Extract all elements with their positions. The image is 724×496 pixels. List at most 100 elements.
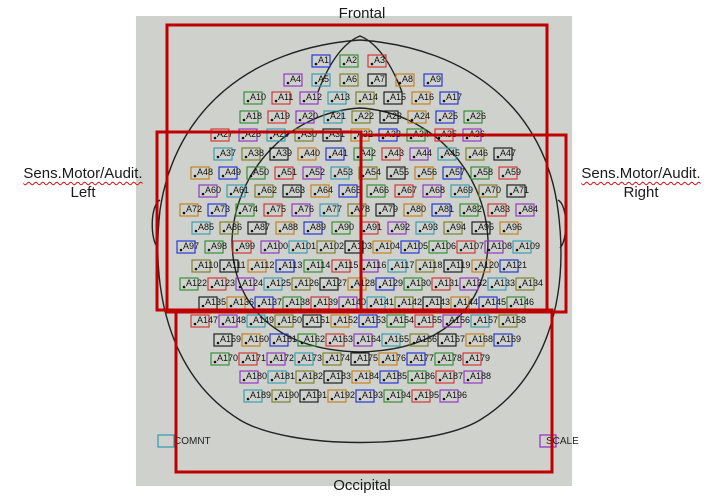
sensor-label: A66 (373, 185, 389, 195)
sensor-a64: A64 (310, 184, 333, 198)
sensor-box (367, 54, 387, 68)
sensor-box (381, 147, 401, 161)
sensor-dot (305, 174, 309, 178)
sensor-a42: A42 (353, 147, 376, 161)
sensor-a122: A122 (179, 277, 207, 291)
sensor-dot (509, 304, 513, 308)
sensor-box (239, 110, 259, 124)
sensor-label: A71 (513, 185, 529, 195)
sensor-label: A186 (414, 371, 435, 381)
sensor-dot (302, 99, 306, 103)
sensor-box (226, 184, 246, 198)
sensor-label: A9 (430, 74, 441, 84)
sensor-dot (442, 99, 446, 103)
sensor-label: A171 (245, 353, 266, 363)
sensor-dot (375, 248, 379, 252)
sensor-label: A141 (373, 297, 394, 307)
sensor-dot (409, 136, 413, 140)
sensor-box (471, 259, 491, 273)
sensor-box (409, 333, 429, 347)
sensor-a61: A61 (226, 184, 249, 198)
sensor-dot (473, 322, 477, 326)
sensor-a18: A18 (239, 110, 262, 124)
sensor-label: A42 (360, 148, 376, 158)
sensor-label: A39 (276, 148, 292, 158)
sensor-label: A127 (326, 278, 347, 288)
sensor-dot (362, 267, 366, 271)
sensor-label: A20 (302, 111, 318, 121)
sensor-box (295, 370, 315, 384)
sensor-box (358, 166, 378, 180)
sensor-label: A93 (422, 222, 438, 232)
sensor-label: A94 (450, 222, 466, 232)
sensor-box (459, 277, 479, 291)
sensor-label: A179 (469, 353, 490, 363)
sensor-label: A97 (183, 241, 199, 251)
sensor-label: A159 (220, 334, 241, 344)
sensor-dot (306, 229, 310, 233)
sensor-label: A100 (267, 241, 288, 251)
sensor-dot (242, 118, 246, 122)
sensor-a93: A93 (415, 221, 438, 235)
sensor-label: A22 (358, 111, 374, 121)
sensor-box (431, 277, 451, 291)
sensor-a84: A84 (515, 203, 538, 217)
sensor-a168: A168 (465, 333, 493, 347)
frontal-region-box (165, 23, 549, 314)
sensor-label: A51 (281, 167, 297, 177)
sensor-a108: A108 (484, 240, 512, 254)
sensor-dot (381, 360, 385, 364)
sensor-dot (272, 155, 276, 159)
sensor-label: A28 (245, 129, 261, 139)
sensor-box (499, 221, 519, 235)
sensor-dot (333, 174, 337, 178)
sensor-label: A131 (438, 278, 459, 288)
sensor-dot (213, 136, 217, 140)
sensor-label: A190 (278, 390, 299, 400)
sensor-label: A145 (485, 297, 506, 307)
sensor-label: A77 (326, 204, 342, 214)
sensor-box (191, 221, 211, 235)
sensor-dot (278, 229, 282, 233)
sensor-label: A181 (274, 371, 295, 381)
sensor-dot (334, 229, 338, 233)
sensor-label: A88 (282, 222, 298, 232)
sensor-a2: A2 (339, 54, 359, 68)
sensor-dot (328, 155, 332, 159)
sensor-label: A168 (472, 334, 493, 344)
sensor-dot (481, 304, 485, 308)
sensor-box (366, 184, 386, 198)
sensor-label: A80 (410, 204, 426, 214)
sensor-a39: A39 (269, 147, 292, 161)
sensor-a46: A46 (465, 147, 488, 161)
sensor-a176: A176 (378, 352, 406, 366)
sensor-dot (397, 192, 401, 196)
sensor-box (383, 91, 403, 105)
sensor-label: A58 (477, 167, 493, 177)
sensor-label: A161 (276, 334, 297, 344)
sensor-label: A72 (186, 204, 202, 214)
sensor-label: A19 (274, 111, 290, 121)
sensor-label: A54 (365, 167, 381, 177)
sensor-label: A23 (386, 111, 402, 121)
sensor-dot (244, 341, 248, 345)
sensor-a16: A16 (411, 91, 434, 105)
sensor-label: A101 (295, 241, 316, 251)
sensor-label: A135 (205, 297, 226, 307)
sensor-a87: A87 (247, 221, 270, 235)
sensor-box (238, 352, 258, 366)
sensor-box (283, 73, 303, 87)
sensor-a134: A134 (515, 277, 543, 291)
sensor-dot (474, 229, 478, 233)
sensor-a110: A110 (191, 259, 218, 273)
sensor-a181: A181 (267, 370, 295, 384)
sensor-dot (326, 118, 330, 122)
sensor-a172: A172 (266, 352, 294, 366)
sensor-label: A107 (463, 241, 484, 251)
sensor-box (266, 128, 286, 142)
sensor-box (367, 73, 387, 87)
sensor-dot (389, 322, 393, 326)
sensor-label: A133 (494, 278, 515, 288)
sensor-a107: A107 (456, 240, 484, 254)
sensor-a121: A121 (499, 259, 527, 273)
